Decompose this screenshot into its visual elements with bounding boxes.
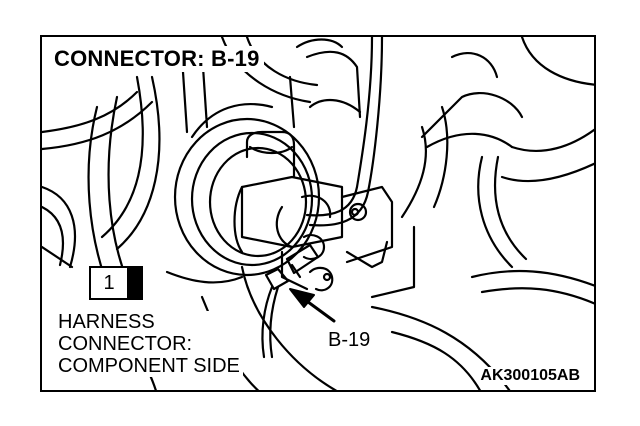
page-title: CONNECTOR: B-19 (54, 46, 264, 72)
harness-connector-caption: HARNESS CONNECTOR: COMPONENT SIDE (58, 311, 243, 377)
figure-code: AK300105AB (478, 367, 582, 385)
connector-lock-tab (129, 268, 141, 298)
harness-caption-line-1: HARNESS (58, 311, 155, 333)
connector-callout-label: B-19 (326, 329, 373, 352)
engine-line-art (42, 37, 594, 390)
pin-number: 1 (91, 268, 129, 298)
harness-caption-line-2: CONNECTOR: (58, 333, 193, 355)
diagram-frame: CONNECTOR: B-19 1 HARNESS CONNECTOR: COM… (40, 35, 596, 392)
harness-caption-line-3: COMPONENT SIDE (58, 355, 240, 377)
connector-pin-diagram: 1 (89, 266, 143, 300)
